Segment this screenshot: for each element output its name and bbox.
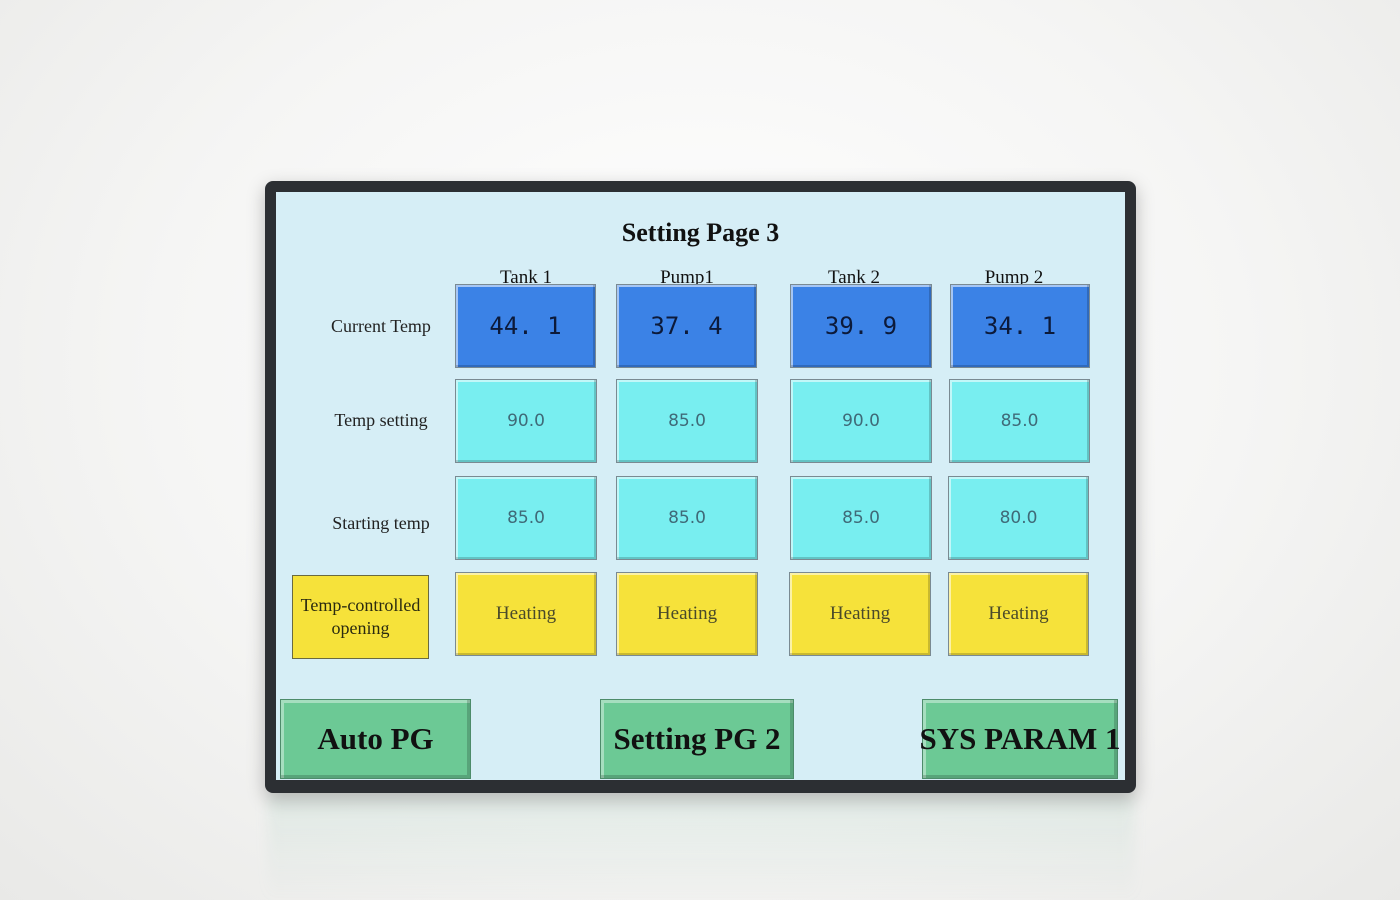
- row-label-current-temp: Current Temp: [331, 316, 431, 336]
- temp-setting-tank-2[interactable]: 90.0: [790, 379, 932, 463]
- starting-temp-tank-2[interactable]: 85.0: [790, 476, 932, 560]
- current-temp-pump-1: 37. 4: [616, 284, 757, 368]
- column-header-pump-2: Pump 2: [984, 267, 1044, 288]
- status-pump-2[interactable]: Heating: [948, 572, 1089, 656]
- setting-page-2-button[interactable]: Setting PG 2: [600, 699, 794, 779]
- page-title: Setting Page 3: [621, 218, 780, 247]
- hmi-display-bezel: Setting Page 3 Tank 1 Pump1 Tank 2 Pump …: [265, 181, 1136, 793]
- starting-temp-pump-1[interactable]: 85.0: [616, 476, 758, 560]
- temp-controlled-opening-button[interactable]: Temp-controlled opening: [292, 575, 429, 659]
- screen-reflection: [268, 795, 1134, 900]
- row-label-starting-temp: Starting temp: [332, 513, 430, 533]
- column-header-tank-2: Tank 2: [828, 267, 880, 288]
- column-header-pump-1: Pump1: [660, 267, 714, 288]
- hmi-screen: Setting Page 3 Tank 1 Pump1 Tank 2 Pump …: [276, 192, 1125, 780]
- status-tank-2[interactable]: Heating: [789, 572, 931, 656]
- current-temp-tank-1: 44. 1: [455, 284, 596, 368]
- starting-temp-pump-2[interactable]: 80.0: [948, 476, 1089, 560]
- status-tank-1[interactable]: Heating: [455, 572, 597, 656]
- row-label-temp-setting: Temp setting: [334, 410, 428, 430]
- starting-temp-tank-1[interactable]: 85.0: [455, 476, 597, 560]
- temp-setting-tank-1[interactable]: 90.0: [455, 379, 597, 463]
- temp-setting-pump-2[interactable]: 85.0: [949, 379, 1090, 463]
- current-temp-tank-2: 39. 9: [790, 284, 932, 368]
- column-header-tank-1: Tank 1: [500, 267, 552, 288]
- auto-page-button[interactable]: Auto PG: [280, 699, 471, 779]
- status-pump-1[interactable]: Heating: [616, 572, 758, 656]
- sys-param-1-button[interactable]: SYS PARAM 1: [920, 699, 1120, 779]
- current-temp-pump-2: 34. 1: [950, 284, 1090, 368]
- temp-setting-pump-1[interactable]: 85.0: [616, 379, 758, 463]
